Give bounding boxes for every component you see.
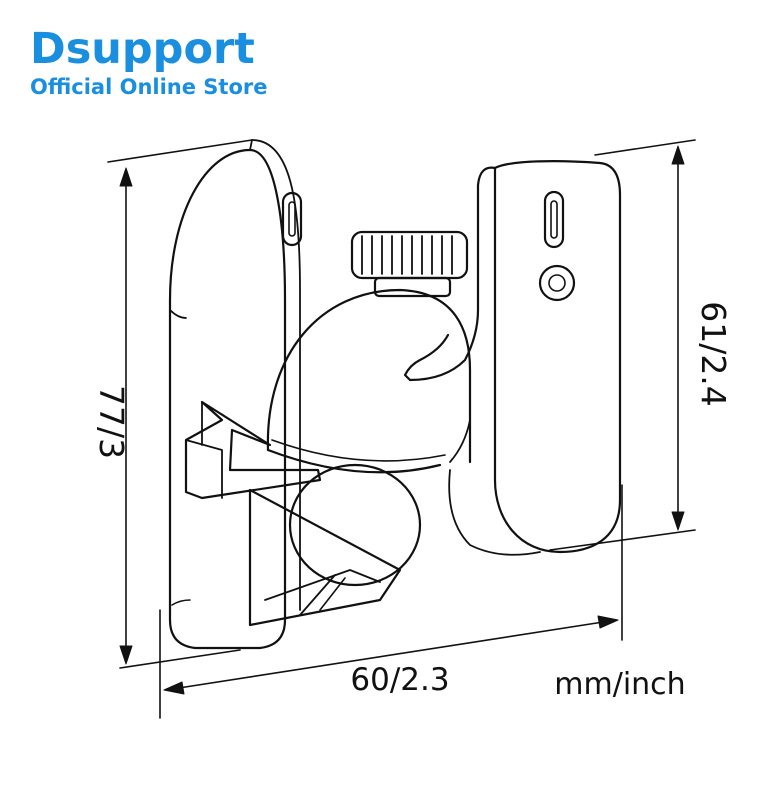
wall-plate: [168, 139, 303, 650]
dimension-lines: [107, 139, 696, 719]
upper-dome: [266, 288, 472, 474]
arrow-up-left: [119, 167, 133, 187]
arrow-down-right: [671, 511, 685, 531]
arrow-up-right: [671, 145, 685, 165]
plate-slot: [543, 190, 565, 249]
lower-wedge: [248, 488, 402, 627]
dimension-arrows: [119, 145, 685, 695]
brand-logo: Dsupport Official Online Store: [30, 28, 268, 98]
arrow-right-bottom: [597, 615, 619, 629]
units-label: mm/inch: [554, 667, 685, 702]
lower-ball: [288, 463, 422, 587]
dimension-width: 60/2.3: [350, 662, 449, 698]
dimension-height-arm: 61/2.4: [694, 301, 733, 407]
plate-hole: [538, 264, 576, 302]
brand-name: Dsupport: [30, 24, 255, 74]
dimension-height-total: 77/3: [92, 385, 131, 459]
wall-plate-slot: [281, 191, 303, 247]
speaker-plate: [403, 160, 622, 556]
brand-tagline: Official Online Store: [30, 75, 268, 99]
arrow-down-left: [119, 645, 133, 665]
adjustment-knob: [350, 230, 469, 298]
arrow-left-bottom: [163, 681, 185, 695]
clamp-plate: [184, 400, 322, 500]
